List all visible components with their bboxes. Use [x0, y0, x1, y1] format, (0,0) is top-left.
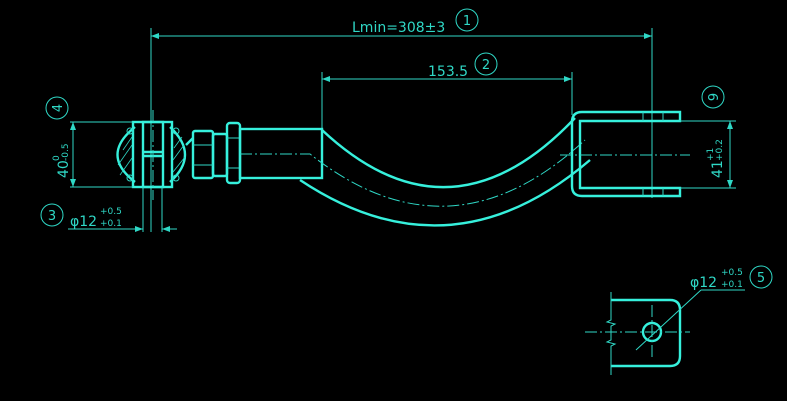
svg-text:φ12: φ12 — [70, 214, 97, 230]
dimension-arm-span: 153.5 2 — [321, 52, 573, 128]
svg-text:40: 40 — [56, 160, 72, 178]
dimension-ball-width: 40 0 -0.5 4 — [45, 96, 133, 188]
svg-text:1: 1 — [463, 14, 471, 29]
svg-text:+0.2: +0.2 — [715, 139, 725, 161]
svg-text:4: 4 — [51, 104, 66, 112]
overall-length-label: Lmin=308±3 — [352, 20, 445, 36]
ball-joint — [116, 110, 187, 200]
balloon-4 — [45, 96, 69, 120]
svg-text:+0.5: +0.5 — [721, 268, 743, 278]
clevis — [560, 110, 690, 198]
curved-arm — [240, 117, 591, 227]
balloon-6 — [701, 85, 725, 109]
svg-text:3: 3 — [48, 209, 56, 224]
dimension-overall-length: Lmin=308±3 1 — [150, 8, 653, 232]
dimension-clevis-gap: 41 +1 +0.2 6 — [680, 85, 736, 189]
dimension-ball-bore: φ12 +0.5 +0.1 3 — [40, 187, 177, 232]
svg-text:+0.1: +0.1 — [721, 280, 743, 290]
svg-text:+1: +1 — [706, 148, 716, 161]
arm-span-label: 153.5 — [428, 64, 468, 80]
svg-text:-0.5: -0.5 — [61, 143, 71, 161]
svg-text:+0.5: +0.5 — [100, 207, 122, 217]
balloon-1 — [455, 8, 479, 32]
svg-text:+0.1: +0.1 — [100, 219, 122, 229]
clevis-detail-view: φ12 +0.5 +0.1 5 — [585, 265, 773, 375]
svg-text:2: 2 — [482, 58, 490, 73]
adjuster-nut — [185, 121, 242, 185]
svg-text:6: 6 — [704, 93, 719, 101]
balloon-5 — [749, 265, 773, 289]
svg-text:0: 0 — [52, 155, 62, 161]
balloon-2 — [474, 52, 498, 76]
svg-text:5: 5 — [757, 271, 765, 286]
svg-text:41: 41 — [710, 160, 726, 178]
balloon-3 — [40, 203, 64, 227]
svg-text:φ12: φ12 — [690, 275, 717, 291]
